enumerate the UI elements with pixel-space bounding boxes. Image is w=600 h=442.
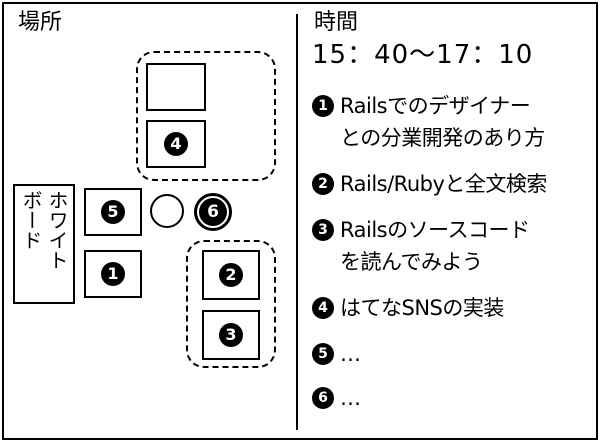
round-table-6: 6	[194, 193, 232, 231]
round-table-unnumbered	[150, 194, 184, 228]
session-title: …	[340, 342, 361, 366]
session-item: 3 Railsのソースコード を読んでみよう	[312, 214, 596, 278]
session-title: はてなSNSの実装	[340, 296, 504, 320]
session-item: 1 Railsでのデザイナー との分業開発のあり方	[312, 90, 596, 154]
session-number-badge: 6	[312, 387, 334, 409]
session-item: 5…	[312, 338, 596, 370]
session-number-badge: 3	[312, 219, 334, 241]
table-number-badge: 2	[219, 263, 243, 287]
whiteboard-label-col-2: ボード	[19, 190, 43, 302]
place-heading: 場所	[18, 10, 63, 35]
session-title: Railsのソースコード を読んでみよう	[340, 218, 530, 274]
session-title: Rails/Rubyと全文検索	[340, 172, 547, 196]
session-title: …	[340, 386, 361, 410]
table-number-badge: 3	[219, 323, 243, 347]
table-2: 2	[202, 250, 260, 300]
table-number-badge: 4	[164, 132, 188, 156]
table-5: 5	[84, 188, 142, 236]
session-number-badge: 4	[312, 297, 334, 319]
whiteboard-label-col-1: ホワイト	[45, 190, 69, 302]
table-3: 3	[202, 310, 260, 360]
session-item: 2 Rails/Rubyと全文検索	[312, 168, 596, 200]
time-range: 15：40〜17：10	[312, 40, 534, 70]
session-item: 4 はてなSNSの実装	[312, 292, 596, 324]
session-title: Railsでのデザイナー との分業開発のあり方	[340, 94, 545, 150]
column-divider	[296, 14, 298, 430]
session-list: 1 Railsでのデザイナー との分業開発のあり方 2 Rails/Rubyと全文検索…	[312, 90, 596, 426]
table-number-badge: 5	[101, 200, 125, 224]
table-unnumbered	[146, 63, 206, 111]
table-1: 1	[84, 250, 142, 298]
whiteboard: ホワイト ボード	[13, 184, 75, 304]
table-group-top	[136, 51, 276, 181]
session-item: 6…	[312, 382, 596, 414]
session-number-badge: 5	[312, 343, 334, 365]
whiteboard-label: ボード	[19, 190, 43, 250]
time-heading: 時間	[314, 10, 359, 35]
session-number-badge: 2	[312, 173, 334, 195]
table-number-badge: 6	[197, 196, 229, 228]
table-4: 4	[146, 120, 206, 168]
whiteboard-label: ホワイト	[45, 190, 69, 270]
table-group-bottom	[186, 240, 276, 368]
session-number-badge: 1	[312, 95, 334, 117]
table-number-badge: 1	[101, 262, 125, 286]
